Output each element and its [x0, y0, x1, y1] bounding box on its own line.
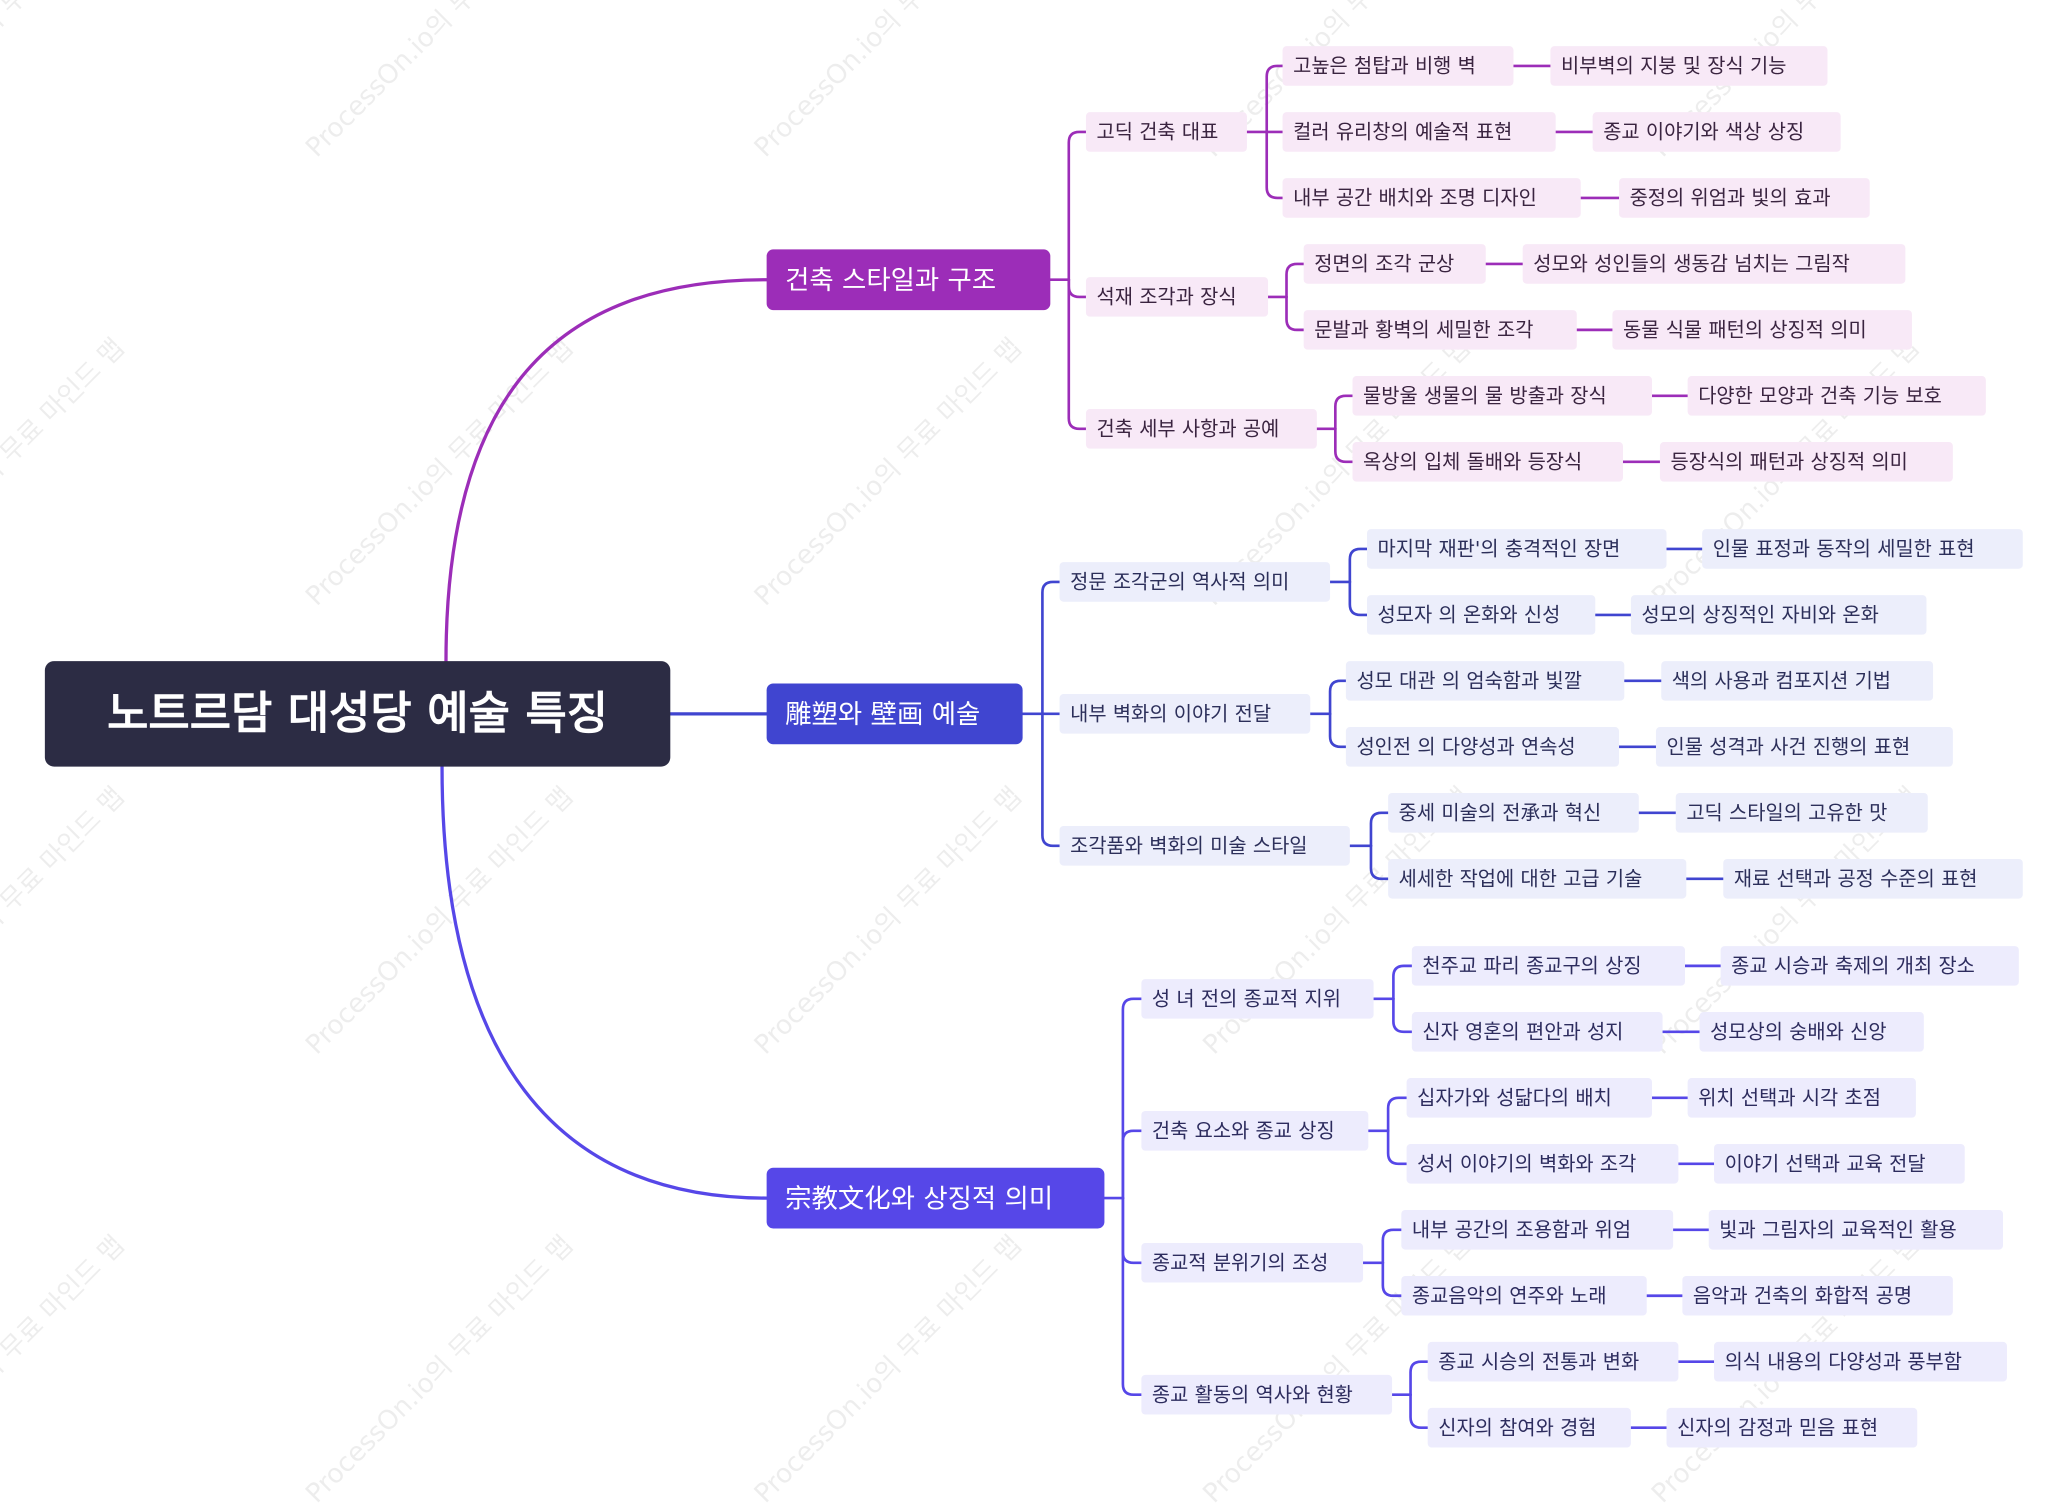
connector-line	[1386, 1096, 1408, 1133]
topic-node[interactable]: 내부 벽화의 이야기 전달	[1059, 694, 1311, 734]
detail-node[interactable]: 인물 성격과 사건 진행의 표현	[1655, 727, 1953, 767]
subtopic-node[interactable]: 천주교 파리 종교구의 상징	[1411, 946, 1686, 986]
connector-line	[1334, 394, 1354, 431]
topic-node[interactable]: 건축 세부 사항과 공예	[1085, 409, 1317, 449]
subtopic-node[interactable]: 신자의 참여와 경험	[1427, 1407, 1631, 1448]
detail-node[interactable]: 이야기 선택과 교육 전달	[1714, 1144, 1965, 1184]
connector-line	[1121, 1196, 1143, 1265]
connector-line	[1381, 1228, 1403, 1265]
connector-line	[1348, 580, 1369, 617]
connector-line	[1386, 1129, 1408, 1166]
connector-line	[1409, 1393, 1430, 1430]
subtopic-node[interactable]: 컬러 유리창의 예술적 표현	[1282, 112, 1556, 152]
detail-node[interactable]: 비부벽의 지붕 및 장식 기능	[1550, 46, 1828, 86]
detail-node[interactable]: 의식 내용의 다양성과 풍부함	[1714, 1341, 2007, 1382]
topic-node[interactable]: 석재 조각과 장식	[1085, 277, 1269, 317]
connector-line	[1067, 278, 1088, 431]
topic-node[interactable]: 조각품와 벽화의 미술 스타일	[1059, 826, 1350, 866]
topic-node[interactable]: 성 녀 전의 종교적 지위	[1141, 979, 1374, 1019]
detail-node[interactable]: 종교 시승과 축제의 개최 장소	[1720, 946, 2019, 986]
connector-line	[1409, 1360, 1430, 1397]
connector-line	[1328, 712, 1348, 749]
detail-node[interactable]: 인물 표정과 동작의 세밀한 표현	[1702, 529, 2023, 569]
connector-line	[1067, 278, 1088, 299]
subtopic-node[interactable]: 십자가와 성닮다의 배치	[1406, 1078, 1653, 1118]
connector-line	[1392, 964, 1414, 1001]
detail-node[interactable]: 성모와 성인들의 생동감 넘치는 그림작	[1522, 244, 1906, 284]
branch-node-architecture[interactable]: 건축 스타일과 구조	[766, 249, 1051, 311]
subtopic-node[interactable]: 성서 이야기의 벽화와 조각	[1406, 1144, 1679, 1184]
detail-node[interactable]: 색의 사용과 컴포지션 기법	[1661, 661, 1934, 701]
subtopic-node[interactable]: 내부 공간 배치와 조명 디자인	[1282, 178, 1581, 218]
subtopic-node[interactable]: 성인전 의 다양성과 연속성	[1345, 727, 1620, 767]
branch-node-religion[interactable]: 宗教文化와 상징적 의미	[766, 1167, 1105, 1229]
topic-node[interactable]: 고딕 건축 대표	[1085, 112, 1247, 152]
connector-line	[1348, 547, 1369, 584]
detail-node[interactable]: 중정의 위엄과 빛의 효과	[1619, 178, 1870, 218]
connector-line	[1369, 844, 1390, 881]
connector-line	[1121, 1196, 1143, 1397]
subtopic-node[interactable]: 마지막 재판'의 충격적인 장면	[1367, 529, 1667, 569]
subtopic-node[interactable]: 신자 영혼의 편안과 성지	[1411, 1012, 1663, 1052]
topic-node[interactable]: 종교적 분위기의 조성	[1141, 1242, 1364, 1283]
connector-line	[1381, 1261, 1403, 1298]
detail-node[interactable]: 위치 선택과 시각 초점	[1687, 1078, 1916, 1118]
connector-line	[1285, 262, 1305, 299]
connector-line	[1328, 679, 1348, 716]
connector-line	[1265, 64, 1284, 134]
connector-line	[1121, 997, 1143, 1200]
connector-line	[1392, 997, 1414, 1034]
subtopic-node[interactable]: 성모 대관 의 엄숙함과 빛깔	[1345, 661, 1625, 701]
connector-line	[1041, 580, 1061, 716]
detail-node[interactable]: 재료 선택과 공정 수준의 표현	[1723, 858, 2023, 899]
detail-node[interactable]: 빛과 그림자의 교육적인 활용	[1708, 1209, 2004, 1250]
detail-node[interactable]: 다양한 모양과 건축 기능 보호	[1687, 376, 1986, 416]
root-connector	[444, 278, 769, 663]
subtopic-node[interactable]: 성모자 의 온화와 신성	[1367, 595, 1596, 635]
detail-node[interactable]: 고딕 스타일의 고유한 맛	[1675, 793, 1928, 833]
topic-node[interactable]: 종교 활동의 역사와 현황	[1141, 1374, 1393, 1415]
subtopic-node[interactable]: 문발과 황벽의 세밀한 조각	[1303, 310, 1577, 350]
connector-line	[1121, 1129, 1143, 1200]
subtopic-node[interactable]: 내부 공간의 조용함과 위엄	[1401, 1209, 1674, 1250]
subtopic-node[interactable]: 고높은 첨탑과 비행 벽	[1282, 46, 1514, 86]
detail-node[interactable]: 등장식의 패턴과 상징적 의미	[1659, 442, 1953, 482]
subtopic-node[interactable]: 세세한 작업에 대한 고급 기술	[1388, 858, 1687, 899]
topic-node[interactable]: 정문 조각군의 역사적 의미	[1059, 562, 1331, 602]
connector-line	[1285, 295, 1305, 332]
detail-node[interactable]: 신자의 감정과 믿음 표현	[1666, 1407, 1918, 1448]
root-connector	[440, 764, 769, 1200]
root-node[interactable]: 노트르담 대성당 예술 특징	[44, 661, 671, 767]
detail-node[interactable]: 성모의 상징적인 자비와 온화	[1630, 595, 1927, 635]
detail-node[interactable]: 종교 이야기와 색상 상징	[1592, 112, 1841, 152]
connector-line	[1369, 811, 1390, 848]
subtopic-node[interactable]: 중세 미술의 전承과 혁신	[1388, 793, 1639, 833]
connector-line	[1334, 427, 1354, 464]
branch-node-sculpture[interactable]: 雕塑와 壁画 예술	[766, 683, 1023, 745]
connector-line	[1265, 130, 1284, 200]
connector-line	[1067, 130, 1088, 282]
subtopic-node[interactable]: 정면의 조각 군상	[1303, 244, 1486, 284]
subtopic-node[interactable]: 종교음악의 연주와 노래	[1401, 1275, 1647, 1316]
topic-node[interactable]: 건축 요소와 종교 상징	[1141, 1111, 1369, 1151]
detail-node[interactable]: 음악과 건축의 화합적 공명	[1682, 1275, 1953, 1316]
subtopic-node[interactable]: 종교 시승의 전통과 변화	[1427, 1341, 1679, 1382]
detail-node[interactable]: 성모상의 숭배와 신앙	[1699, 1012, 1924, 1052]
subtopic-node[interactable]: 옥상의 입체 돌배와 등장식	[1352, 442, 1623, 482]
subtopic-node[interactable]: 물방울 생물의 물 방출과 장식	[1352, 376, 1653, 416]
detail-node[interactable]: 동물 식물 패턴의 상징적 의미	[1612, 310, 1912, 350]
connector-line	[1041, 712, 1061, 848]
